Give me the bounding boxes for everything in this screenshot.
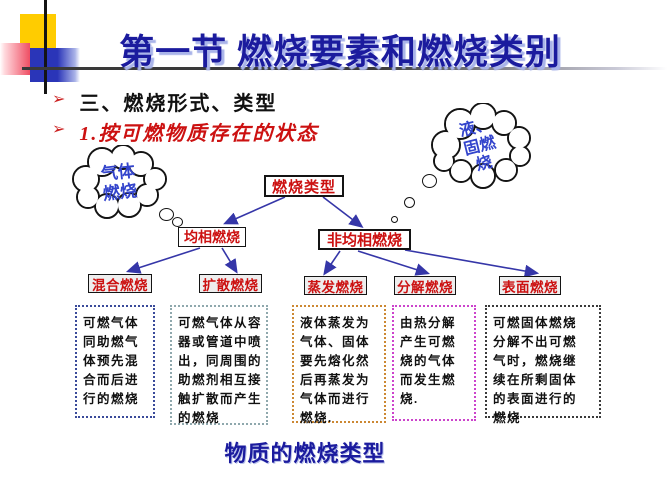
tree-node-heterogeneous: 非均相燃烧 [318, 229, 411, 250]
description-box-evaporation: 液体蒸发为 气体、固体 要先熔化然 后再蒸发为 气体而进行 燃烧. [292, 305, 386, 425]
tree-leaf-mixed-combustion: 混合燃烧 [88, 274, 152, 293]
cloud-label-gas: 气体 燃烧 [100, 161, 138, 204]
page-title: 第一节 燃烧要素和燃烧类别 [119, 33, 561, 72]
cloud-shape [72, 145, 167, 219]
description-box-decomposition: 由热分解 产生可燃 烧的气体 而发生燃 烧. [392, 305, 476, 421]
tree-leaf-surface-combustion: 表面燃烧 [499, 276, 561, 295]
thought-bubble-icon [404, 197, 415, 208]
description-box-diffusion: 可燃气体从容 器或管道中喷 出，同周围的 助燃剂相互接 触扩散而产生 的燃烧 [170, 305, 268, 425]
bullet-item-combustion-forms: ➢ 三、燃烧形式、类型 [52, 87, 277, 116]
cloud-shape [431, 103, 531, 189]
thought-bubble-icon [159, 208, 174, 221]
tree-node-combustion-type: 燃烧类型 [264, 175, 344, 197]
tree-node-homogeneous: 均相燃烧 [178, 227, 246, 247]
thought-bubble-icon [422, 174, 437, 188]
bullet-arrow-icon: ➢ [52, 119, 66, 138]
tree-leaf-decomposition-combustion: 分解燃烧 [394, 276, 456, 295]
bullet-item-state-of-combustible: ➢ 1.按可燃物质存在的状态 [52, 117, 318, 146]
bullet-arrow-icon: ➢ [52, 89, 66, 108]
tree-leaf-evaporation-combustion: 蒸发燃烧 [304, 276, 367, 295]
decoration-vertical-line [44, 0, 47, 94]
decoration-blue-square [30, 48, 80, 82]
title-underline [22, 67, 667, 70]
thought-bubble-icon [172, 217, 183, 227]
bullet-label: 1.按可燃物质存在的状态 [79, 123, 319, 145]
thought-cloud-liquid-solid-combustion: 液、 固燃 烧 [424, 103, 536, 191]
description-box-surface: 可燃固体燃烧 分解不出可燃 气时，燃烧继 续在所剩固体 的表面进行的 燃烧 [485, 305, 601, 425]
bullet-label: 三、燃烧形式、类型 [79, 93, 278, 115]
description-box-mixed: 可燃气体 同助燃气 体预先混 合而后进 行的燃烧 [75, 305, 155, 418]
thought-cloud-gas-combustion: 气体 燃烧 [68, 145, 170, 221]
diagram-caption: 物质的燃烧类型 [224, 441, 386, 466]
tree-leaf-diffusion-combustion: 扩散燃烧 [199, 274, 262, 293]
thought-bubble-icon [391, 216, 398, 223]
decoration-pink-square [0, 43, 30, 75]
